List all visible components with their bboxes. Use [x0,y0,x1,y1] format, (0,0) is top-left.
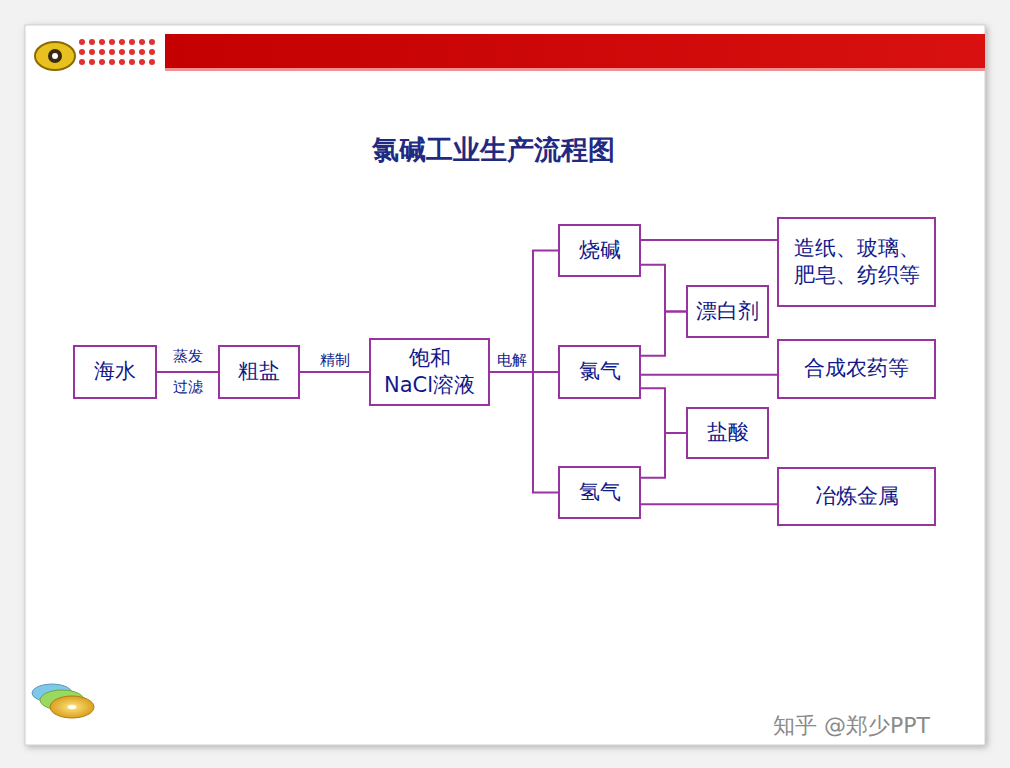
node-label: 粗盐 [238,358,280,385]
node-label: 海水 [94,358,136,385]
flow-connector [490,372,558,493]
cd-icon [32,684,94,718]
node-label: 造纸、玻璃、 肥皂、纺织等 [785,235,928,290]
source-box: 海水 [73,345,157,399]
node-label: 合成农药等 [804,355,909,382]
product-box: 氢气 [558,466,641,519]
use-box: 冶炼金属 [777,467,936,526]
flow-connector [641,503,777,505]
watermark: 知乎 @郑少PPT [773,711,930,741]
use-box: 造纸、玻璃、 肥皂、纺织等 [777,217,936,307]
node-label: 饱和 NaCl溶液 [377,345,482,400]
edge-label: 蒸发 过滤 [171,341,205,403]
slide-frame [25,25,985,745]
node-label: 氯气 [579,358,621,385]
diagram-title: 氯碱工业生产流程图 [0,132,986,168]
flow-connector [300,371,369,373]
node-label: 氢气 [579,479,621,506]
header-bar-edge [165,68,985,71]
flow-connector [641,239,777,241]
node-label: 冶炼金属 [815,483,899,510]
product-box: 氯气 [558,345,641,399]
flow-connector [641,433,686,478]
edge-label: 精制 [320,351,350,369]
header-bar [165,34,985,70]
flow-connector [490,251,558,373]
product-box: 粗盐 [218,345,300,399]
flow-connector [641,265,686,312]
flow-connector [641,388,686,433]
product-box: 盐酸 [686,407,769,459]
product-box: 烧碱 [558,224,641,277]
header-logo [35,39,155,70]
solution-box: 饱和 NaCl溶液 [369,338,490,406]
use-box: 合成农药等 [777,339,936,399]
product-box: 漂白剂 [686,285,769,338]
flow-connector [641,374,777,376]
flow-connector [157,371,218,373]
node-label: 漂白剂 [696,298,759,325]
node-label: 盐酸 [707,419,749,446]
flow-connector [641,312,686,356]
edge-label: 电解 [497,351,527,369]
node-label: 烧碱 [579,237,621,264]
